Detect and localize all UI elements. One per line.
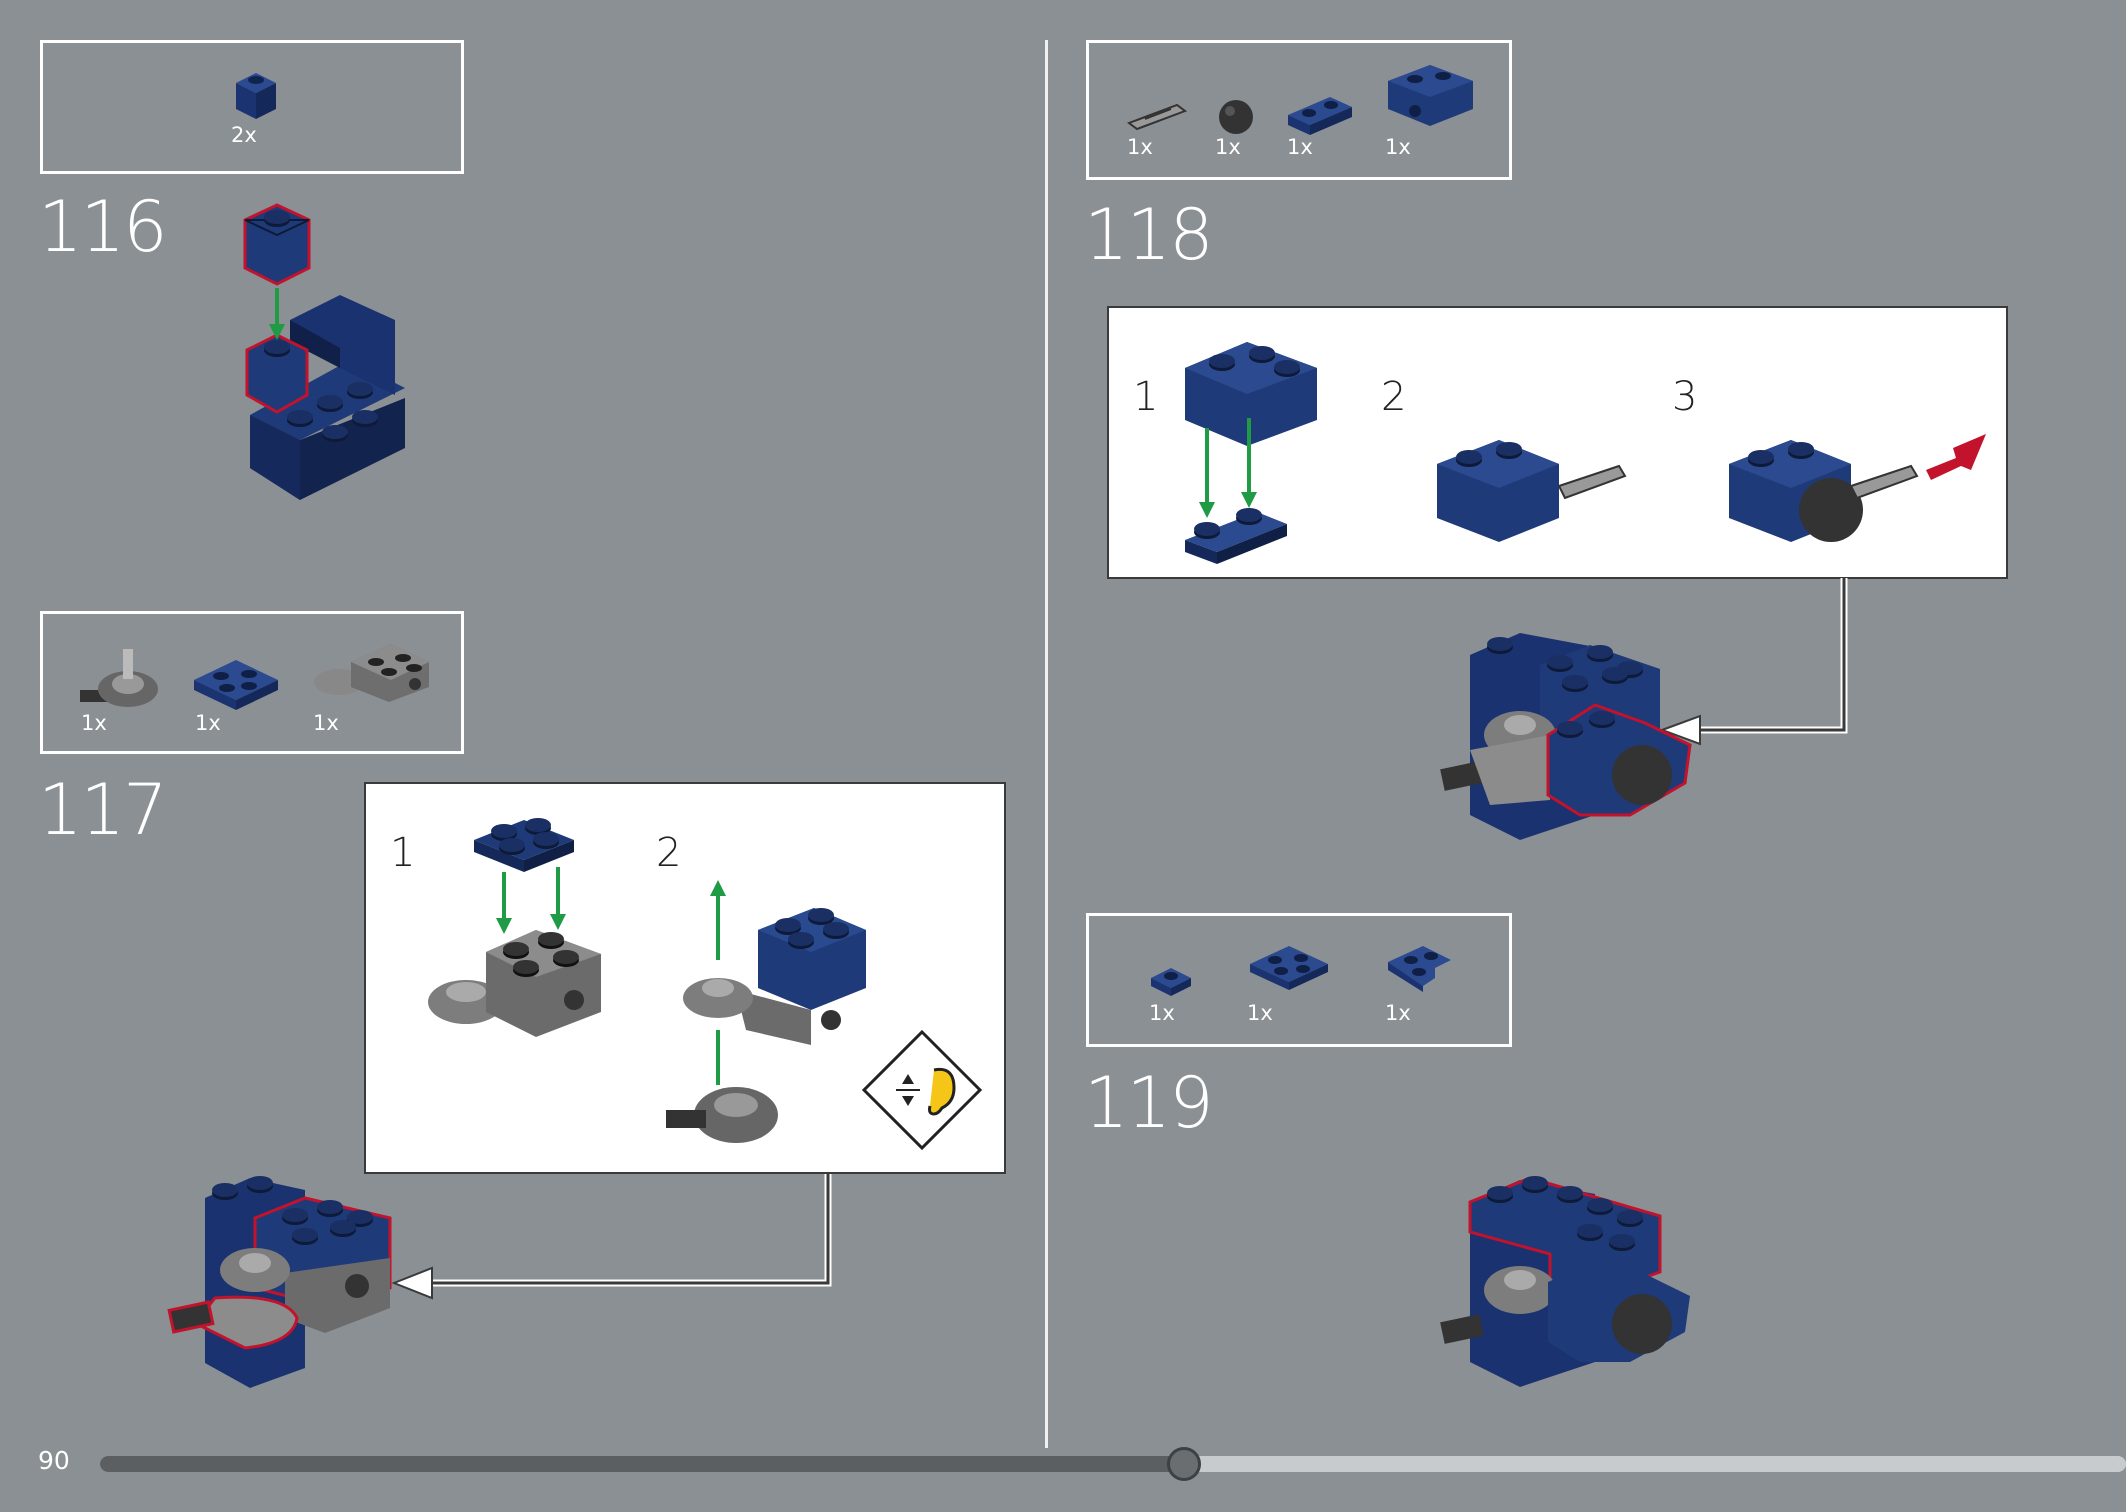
progress-fill — [100, 1456, 1184, 1472]
part-qty: 1x — [1215, 135, 1241, 159]
step-119-model — [1440, 1176, 1690, 1387]
parts-box-117: 1x 1x 1x — [40, 611, 464, 754]
plate-1x2-blue-icon — [1288, 97, 1352, 135]
substep-118-3-illustration — [1729, 434, 1986, 542]
parts-box-118: 1x 1x 1x 1x — [1086, 40, 1512, 180]
substep-118-1-illustration — [1185, 342, 1317, 564]
black-ball-icon — [1219, 100, 1253, 134]
substep-number: 2 — [656, 830, 682, 876]
technic-bracket-blue-icon — [1388, 65, 1473, 126]
click-sound-icon — [861, 1029, 983, 1151]
substep-panel-118: 1 2 3 — [1107, 306, 2008, 579]
substep-number: 2 — [1381, 374, 1407, 420]
parts-box-116: 2x — [40, 40, 464, 174]
step-number-116: 116 — [38, 186, 168, 268]
axle-pin-icon — [1126, 103, 1188, 131]
part-qty: 1x — [1385, 135, 1411, 159]
part-qty: 1x — [81, 711, 107, 735]
plate-2x2-blue-icon — [194, 660, 278, 710]
parts-box-119: 1x 1x 1x — [1086, 913, 1512, 1047]
corner-plate-blue-icon — [1388, 946, 1451, 992]
page-number: 90 — [38, 1446, 70, 1475]
ball-brick-grey-icon — [314, 644, 429, 702]
part-qty: 1x — [1287, 135, 1313, 159]
step-number-118: 118 — [1084, 194, 1214, 276]
substep-number: 3 — [1672, 374, 1698, 420]
substep-117-2-illustration — [666, 880, 866, 1143]
part-qty: 1x — [195, 711, 221, 735]
part-qty: 2x — [231, 123, 257, 147]
substep-panel-117: 1 2 — [364, 782, 1006, 1174]
step-117-model — [167, 1176, 392, 1388]
part-qty: 1x — [313, 711, 339, 735]
part-qty: 1x — [1149, 1001, 1175, 1025]
page-divider — [1045, 40, 1048, 1448]
step-number-119: 119 — [1084, 1062, 1214, 1144]
step-116-model — [243, 203, 405, 500]
plate-1x1-blue-icon — [1151, 968, 1191, 996]
part-qty: 1x — [1127, 135, 1153, 159]
callout-connector-117 — [391, 1174, 832, 1300]
substep-number: 1 — [390, 830, 416, 876]
part-qty: 1x — [1385, 1001, 1411, 1025]
substep-number: 1 — [1133, 374, 1159, 420]
step-number-117: 117 — [38, 769, 168, 851]
plate-2x2-blue-icon — [1250, 946, 1328, 990]
substep-117-1-illustration — [428, 818, 601, 1037]
step-118-model — [1440, 633, 1692, 840]
substep-118-2-illustration — [1437, 440, 1627, 542]
callout-connector-118 — [1659, 578, 1848, 746]
ball-joint-socket-icon — [80, 649, 158, 707]
brick-1x1-blue-icon — [236, 73, 276, 119]
part-qty: 1x — [1247, 1001, 1273, 1025]
progress-knob[interactable] — [1166, 1447, 1201, 1481]
progress-bar[interactable] — [100, 1447, 2126, 1481]
